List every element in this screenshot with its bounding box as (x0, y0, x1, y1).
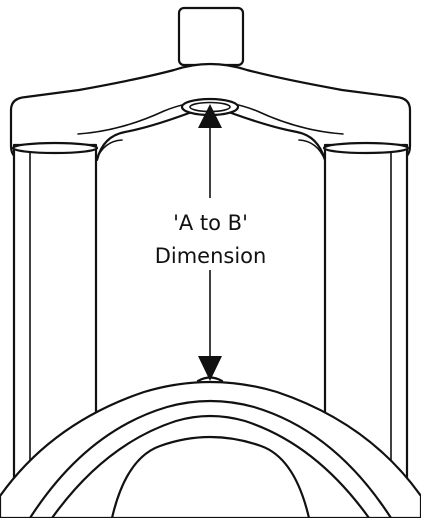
left-yoke-transition (95, 139, 123, 161)
lower-housing (0, 380, 421, 518)
lower-housing-outer-arc (28, 399, 393, 518)
bottom-dimension-arrow (198, 356, 222, 381)
label-background (142, 198, 278, 270)
top-dimension-arrow (198, 104, 222, 128)
top-shaft (177, 6, 245, 67)
lower-housing-middle-arc (50, 414, 371, 518)
right-column-cap (322, 141, 410, 155)
lower-housing-inner-arc (110, 435, 311, 518)
right-yoke-transition (298, 139, 326, 161)
left-column-cap (11, 141, 99, 155)
